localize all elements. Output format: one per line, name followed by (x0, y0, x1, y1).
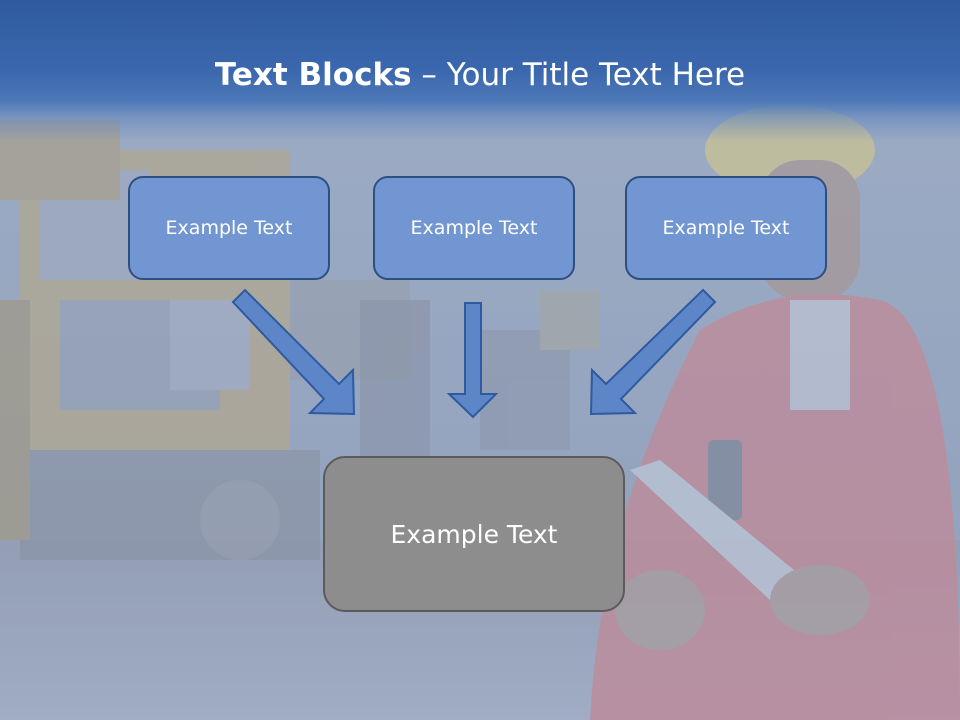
title-separator: – (411, 57, 447, 93)
title-rest: Your Title Text Here (446, 57, 746, 93)
background-machinery (360, 290, 600, 460)
arrow-center (446, 302, 499, 419)
arrow-left (231, 288, 356, 416)
arrow-right (589, 288, 717, 416)
text-block-1[interactable]: Example Text (128, 176, 330, 280)
text-block-3[interactable]: Example Text (625, 176, 827, 280)
text-block-result[interactable]: Example Text (323, 456, 625, 612)
slide-title: Text Blocks – Your Title Text Here (0, 52, 960, 98)
text-block-2[interactable]: Example Text (373, 176, 575, 280)
title-bold: Text Blocks (214, 57, 412, 93)
title-bar (0, 0, 960, 142)
